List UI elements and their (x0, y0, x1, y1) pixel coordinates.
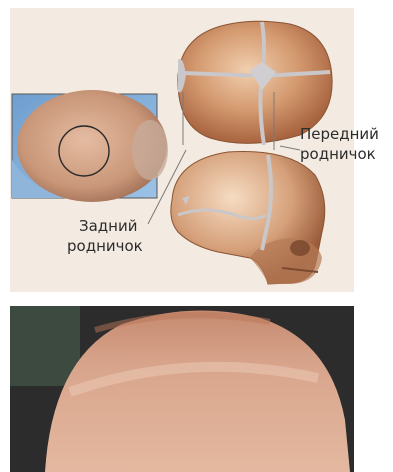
posterior-label-line2: родничок (67, 236, 143, 256)
skull-side-view (171, 151, 325, 284)
posterior-label-line1: Задний (67, 216, 143, 236)
anterior-fontanelle-label: Передний родничок (300, 124, 379, 164)
infant-photo-inset (12, 90, 168, 202)
infant-forehead-photo (10, 306, 354, 472)
anterior-label-line1: Передний (300, 124, 379, 144)
anterior-label-line2: родничок (300, 144, 379, 164)
posterior-fontanelle-label: Задний родничок (67, 216, 143, 256)
